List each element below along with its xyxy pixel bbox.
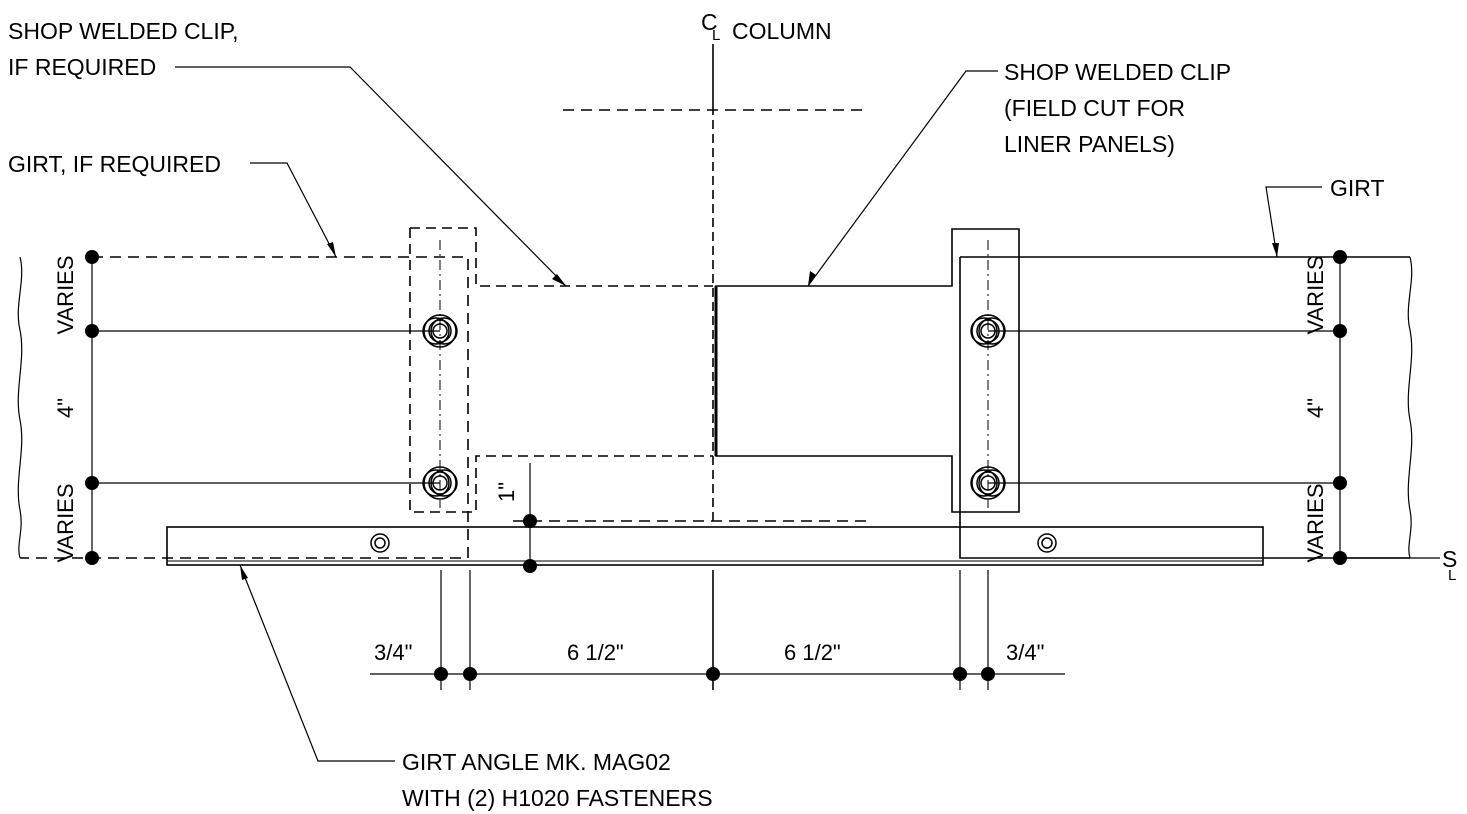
shop-clip-field-cut-line1: SHOP WELDED CLIP	[1004, 59, 1231, 85]
left-varies-bottom: VARIES	[53, 483, 78, 562]
girt-if-required-label: GIRT, IF REQUIRED	[8, 151, 221, 177]
girt-label: GIRT	[1330, 175, 1385, 201]
fastener-right	[1037, 533, 1057, 553]
left-girt-dashed	[20, 256, 469, 559]
shop-clip-if-required-line2: IF REQUIRED	[8, 54, 156, 80]
left-four-inch: 4"	[53, 398, 78, 418]
dimension-dots	[85, 250, 1347, 681]
bolt-right-top	[970, 314, 1006, 348]
bolt-left-top	[422, 314, 458, 348]
right-four-inch: 4"	[1303, 398, 1328, 418]
fastener-left	[370, 533, 390, 553]
right-girt-break-line	[1407, 256, 1413, 559]
girt-angle-mag02	[166, 526, 1264, 566]
girt-angle-line1: GIRT ANGLE MK. MAG02	[402, 749, 671, 775]
dim-left-three-quarter: 3/4"	[374, 640, 412, 665]
right-girt	[959, 256, 1410, 559]
left-varies-top: VARIES	[53, 255, 78, 334]
shop-clip-field-cut-line3: LINER PANELS)	[1004, 131, 1175, 157]
column-centerline-symbol: C	[701, 9, 718, 35]
shop-clip-if-required-line1: SHOP WELDED CLIP,	[8, 18, 239, 44]
dim-right-three-quarter: 3/4"	[1006, 640, 1044, 665]
bolt-left-bottom	[422, 466, 458, 500]
leader-shop-clip-if-required	[175, 66, 567, 287]
leader-girt-if-required	[250, 162, 337, 258]
leader-girt-angle	[239, 564, 395, 762]
strut-line-symbol-l: L	[1448, 567, 1456, 584]
right-varies-top: VARIES	[1303, 255, 1328, 334]
column-centerline-symbol-sub: L	[712, 27, 720, 44]
shop-clip-field-cut-line2: (FIELD CUT FOR	[1004, 95, 1185, 121]
strut-line-symbol-s: S	[1442, 546, 1457, 572]
girt-angle-line2: WITH (2) H1020 FASTENERS	[402, 785, 713, 811]
dim-left-six-half: 6 1/2"	[567, 640, 624, 665]
column-label: COLUMN	[732, 18, 832, 44]
right-shop-clip	[715, 228, 1020, 513]
left-shop-clip-dashed	[409, 227, 713, 513]
right-varies-bottom: VARIES	[1303, 483, 1328, 562]
leader-girt	[1265, 186, 1322, 258]
bolt-right-bottom	[970, 466, 1006, 500]
leader-shop-clip-field-cut	[807, 70, 998, 287]
one-inch-dim-text: 1"	[494, 482, 519, 502]
left-girt-break-line	[17, 256, 23, 559]
dim-right-six-half: 6 1/2"	[784, 640, 841, 665]
